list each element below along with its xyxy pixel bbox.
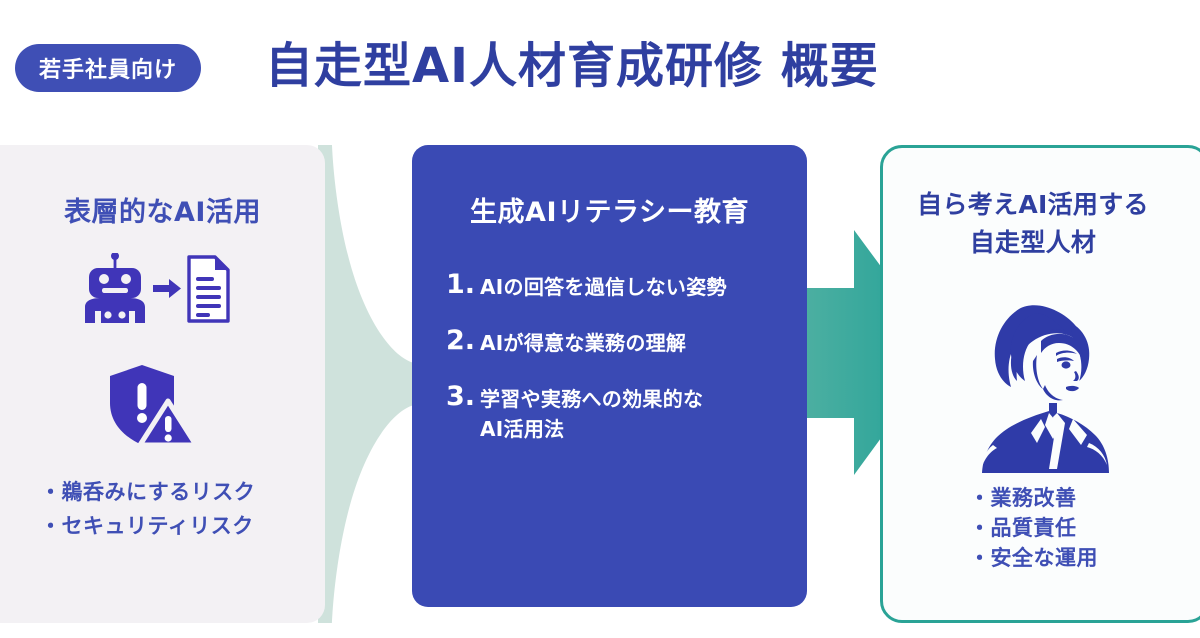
list-item: ・業務改善 <box>969 486 1077 510</box>
item-number: 3. <box>446 381 476 412</box>
robot-to-document-icon <box>75 252 230 329</box>
outcome-bullet-list: ・業務改善 ・品質責任 ・安全な運用 <box>969 483 1179 573</box>
item-number: 1. <box>446 269 476 300</box>
businesswoman-icon <box>953 293 1138 477</box>
page-title: 自走型AI人材育成研修 概要 <box>265 38 879 94</box>
item-number: 2. <box>446 325 476 356</box>
right-arrow-connector <box>796 230 944 475</box>
program-item-list: 1. AIの回答を過信しない姿勢 2. AIが得意な業務の理解 3. 学習や実務… <box>446 270 786 468</box>
outcome-heading-line1: 自ら考えAI活用する <box>917 190 1149 219</box>
outcome-heading-line2: 自走型人材 <box>969 228 1097 257</box>
list-item: 1. AIの回答を過信しない姿勢 <box>446 270 786 302</box>
program-heading: 生成AIリテラシー教育 <box>470 197 749 228</box>
outcome-card: 自ら考えAI活用する 自走型人材 <box>880 145 1200 623</box>
item-text: AIが得意な業務の理解 <box>480 331 687 355</box>
funnel-shape-connector <box>318 145 428 623</box>
item-text: 学習や実務への効果的な AI活用法 <box>480 387 704 441</box>
list-item: 3. 学習や実務への効果的な AI活用法 <box>446 382 786 444</box>
list-item: ・安全な運用 <box>969 546 1098 570</box>
item-text: AIの回答を過信しない姿勢 <box>480 275 727 299</box>
program-card: 生成AIリテラシー教育 1. AIの回答を過信しない姿勢 2. AIが得意な業務… <box>412 145 807 607</box>
problem-card: 表層的なAI活用 <box>0 145 325 623</box>
shield-alert-icon <box>106 363 199 453</box>
audience-badge: 若手社員向け <box>15 44 202 92</box>
list-item: ・品質責任 <box>969 516 1077 540</box>
list-item: ・セキュリティリスク <box>40 514 254 538</box>
list-item: ・鵜呑みにするリスク <box>40 480 256 504</box>
problem-heading: 表層的なAI活用 <box>64 197 261 228</box>
list-item: 2. AIが得意な業務の理解 <box>446 326 786 358</box>
page-header: 若手社員向け 自走型AI人材育成研修 概要 <box>0 0 1200 130</box>
outcome-heading: 自ら考えAI活用する 自走型人材 <box>883 186 1183 262</box>
diagram-stage: 表層的なAI活用 <box>0 130 1200 638</box>
problem-bullet-list: ・鵜呑みにするリスク ・セキュリティリスク <box>40 475 320 543</box>
